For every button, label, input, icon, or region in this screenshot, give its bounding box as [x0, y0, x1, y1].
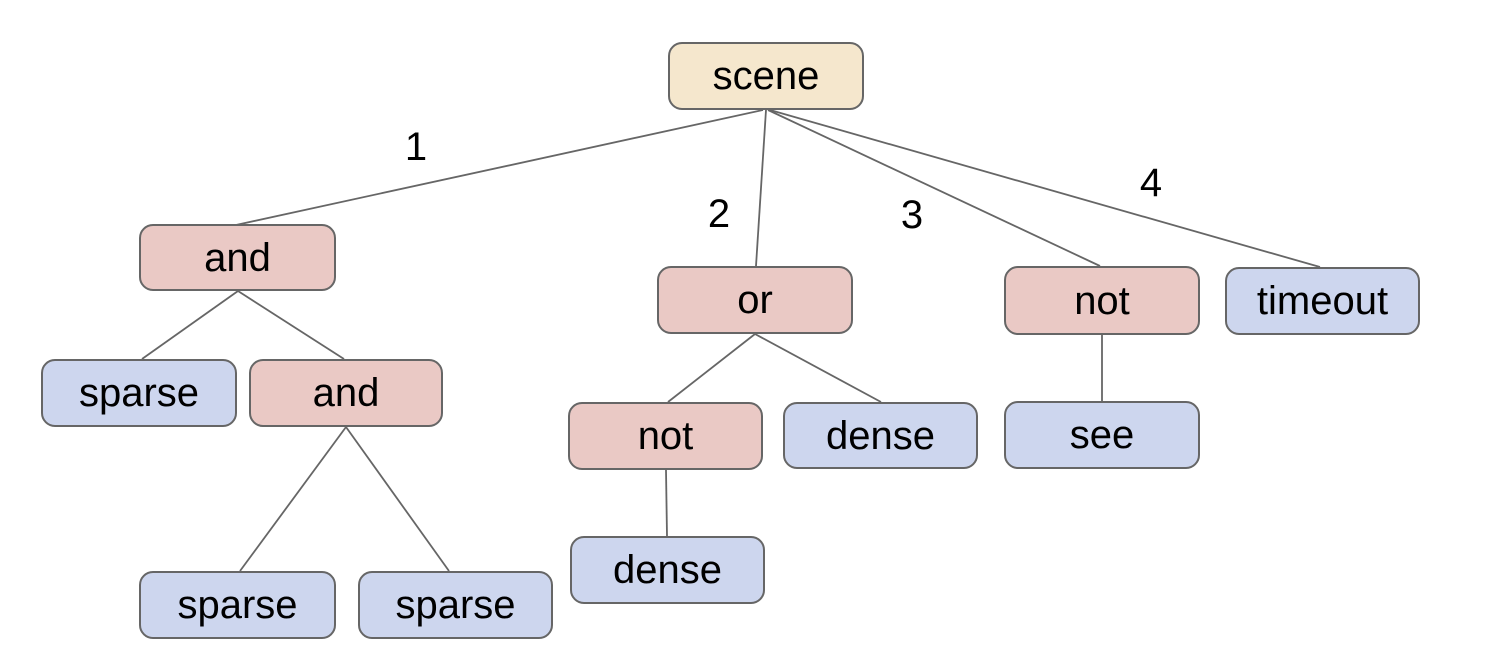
edge-label-2: 2	[707, 192, 731, 236]
node-timeout: timeout	[1225, 267, 1420, 335]
edge-and-2-sparse-3	[345, 426, 450, 572]
node-sparse-2: sparse	[139, 571, 336, 639]
node-or: or	[657, 266, 853, 334]
node-sparse-3: sparse	[358, 571, 553, 639]
edge-label-1: 1	[404, 125, 428, 169]
edge-label-4: 4	[1139, 161, 1163, 205]
node-not-1: not	[568, 402, 763, 470]
node-dense-2: dense	[570, 536, 765, 604]
edge-not-1-dense-2	[665, 469, 668, 537]
edge-scene-and-1	[235, 109, 764, 226]
edge-scene-not-2	[767, 109, 1101, 267]
edge-scene-timeout	[769, 109, 1321, 268]
node-see: see	[1004, 401, 1200, 469]
node-and-1: and	[139, 224, 336, 291]
edge-and-1-sparse-1	[141, 290, 239, 360]
node-dense-1: dense	[783, 402, 978, 469]
node-not-2: not	[1004, 266, 1200, 335]
edge-scene-or	[755, 109, 767, 267]
node-and-2: and	[249, 359, 443, 427]
edge-label-3: 3	[900, 193, 924, 237]
edge-or-not-1	[667, 333, 756, 403]
edge-and-2-sparse-2	[239, 426, 347, 572]
node-scene: scene	[668, 42, 864, 110]
edge-or-dense-1	[754, 333, 882, 403]
edge-and-1-and-2	[237, 290, 345, 360]
node-sparse-1: sparse	[41, 359, 237, 427]
